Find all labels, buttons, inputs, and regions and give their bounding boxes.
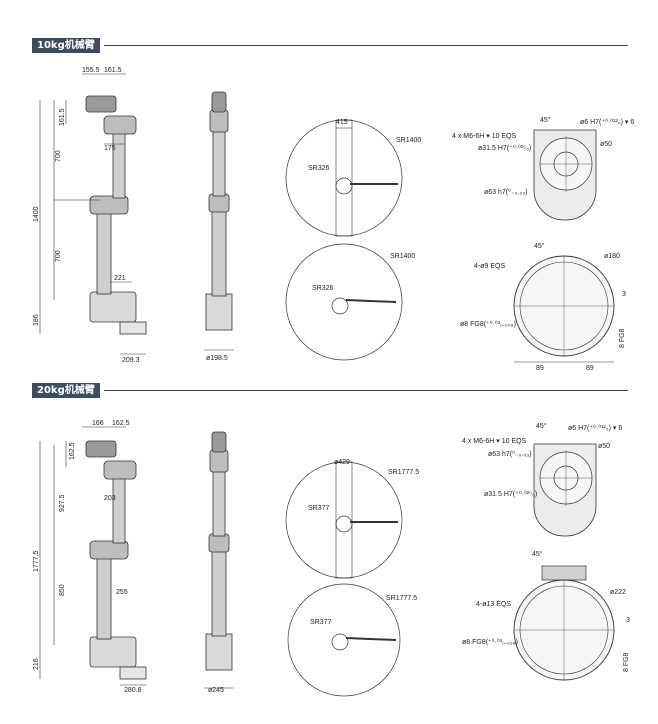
base-pin: ø8 FG8(⁺⁰·⁰³₀.₀₀₈): [462, 638, 518, 646]
section-divider: [104, 45, 628, 46]
dim-elbow: 175: [104, 145, 116, 152]
base-offset: 3: [622, 291, 626, 298]
dim-total: 1777.5: [33, 550, 40, 572]
reach-top-20kg: ø429 SR1777.5 SR377: [285, 459, 419, 579]
base-20kg: 45° 4-ø13 EQS ø222 ø8 FG8(⁺⁰·⁰³₀.₀₀₈) 8 …: [462, 550, 630, 681]
reach-width: ø429: [334, 459, 350, 466]
base-angle: 45°: [534, 242, 545, 250]
dim-top-b: 161.5: [104, 67, 122, 74]
dim-upper: 927.5: [59, 494, 66, 512]
dim-top-a: 166: [92, 420, 104, 427]
reach-inner: SR326: [312, 285, 334, 292]
reach-inner: SR377: [310, 619, 332, 626]
base-half-b: 89: [586, 365, 594, 372]
base-pin-r: 8 FG8: [623, 652, 630, 672]
flange-pin: ø6 H7(⁺⁰·⁰¹²₀) ▾ 6: [580, 118, 634, 126]
side-view-20kg: [204, 431, 234, 689]
dim-top-a: 155.5: [82, 67, 100, 74]
flange-pcd: ø31.5 H7(⁺⁰·⁰²⁵₀): [484, 490, 537, 498]
flange-holes: 4 x M6-6H ▾ 10 EQS: [452, 133, 517, 140]
flange-angle: 45°: [540, 116, 551, 124]
dim-side-base: ø198.5: [206, 355, 228, 362]
section-title-20kg: 20kg机械臂: [32, 383, 100, 398]
flange-pcd50: ø50: [600, 141, 612, 148]
reach-outer: SR1777.5: [386, 595, 417, 602]
section-divider: [104, 390, 628, 391]
reach-outer: SR1400: [396, 137, 421, 144]
flange-pin: ø6 H7(⁺⁰·⁰¹²₀) ▾ 6: [568, 424, 622, 432]
dim-base-h: 186: [33, 314, 40, 326]
flange-pcd50: ø50: [598, 443, 610, 450]
section-header-10kg: 10kg机械臂: [32, 38, 628, 53]
base-half-a: 89: [536, 365, 544, 372]
reach-inner: SR326: [308, 165, 330, 172]
section-title-10kg: 10kg机械臂: [32, 38, 100, 53]
reach-outer: SR1400: [390, 253, 415, 260]
dim-wrist: 161.5: [59, 108, 66, 126]
dim-base-w: 280.8: [124, 687, 142, 694]
side-view-10kg: ø198.5: [204, 91, 234, 362]
dim-base-w: 209.3: [122, 357, 140, 364]
base-pin-r: 8 FG8: [619, 328, 626, 348]
dim-shoulder: 221: [114, 275, 126, 282]
flange-angle: 45°: [536, 422, 547, 430]
dim-base-h: 216: [33, 658, 40, 670]
reach-bottom-10kg: SR1400 SR326: [285, 243, 415, 361]
base-diameter: ø180: [604, 253, 620, 260]
dim-lower: 850: [59, 584, 66, 596]
reach-inner: SR377: [308, 505, 330, 512]
reach-bottom-20kg: SR1777.5 SR377: [287, 583, 417, 697]
dim-total: 1400: [33, 206, 40, 222]
flange-pcd: ø31.5 H7(⁺⁰·⁰²⁵₀): [478, 144, 531, 152]
base-offset: 3: [626, 617, 630, 624]
dim-upper: 700: [55, 150, 62, 162]
flange-bore: ø63 h7(⁰₋₀.₀₃): [484, 188, 528, 196]
dim-shoulder: 255: [116, 589, 128, 596]
base-holes: 4-ø13 EQS: [476, 601, 511, 608]
reach-outer: SR1777.5: [388, 469, 419, 476]
base-diameter: ø222: [610, 589, 626, 596]
front-view-10kg: 155.5 161.5 161.5 700 700 1400 186 175 2…: [33, 67, 147, 364]
dim-elbow: 203: [104, 495, 116, 502]
dim-side-base: ø245: [208, 687, 224, 694]
dim-wrist: 162.5: [69, 442, 76, 460]
front-view-20kg: [39, 426, 147, 686]
reach-top-10kg: 415 SR1400 SR326: [285, 119, 421, 237]
section-header-20kg: 20kg机械臂: [32, 383, 628, 398]
dim-top-b: 162.5: [112, 420, 130, 427]
base-angle: 45°: [532, 550, 543, 558]
flange-10kg: 4 x M6-6H ▾ 10 EQS ø6 H7(⁺⁰·⁰¹²₀) ▾ 6 ø3…: [452, 116, 634, 221]
flange-20kg: 4 x M6-6H ▾ 10 EQS ø6 H7(⁺⁰·⁰¹²₀) ▾ 6 ø6…: [462, 422, 622, 537]
base-10kg: 45° 4-ø9 EQS ø180 ø8 FG8(⁺⁰·⁰³₀.₀₀₈) 8 F…: [460, 242, 626, 372]
dim-lower: 700: [55, 250, 62, 262]
base-holes: 4-ø9 EQS: [474, 263, 505, 270]
flange-bore: ø63 h7(⁰₋₀.₀₃): [488, 450, 532, 458]
reach-width: 415: [336, 119, 348, 126]
base-pin: ø8 FG8(⁺⁰·⁰³₀.₀₀₈): [460, 320, 516, 328]
flange-holes: 4 x M6-6H ▾ 10 EQS: [462, 438, 527, 445]
